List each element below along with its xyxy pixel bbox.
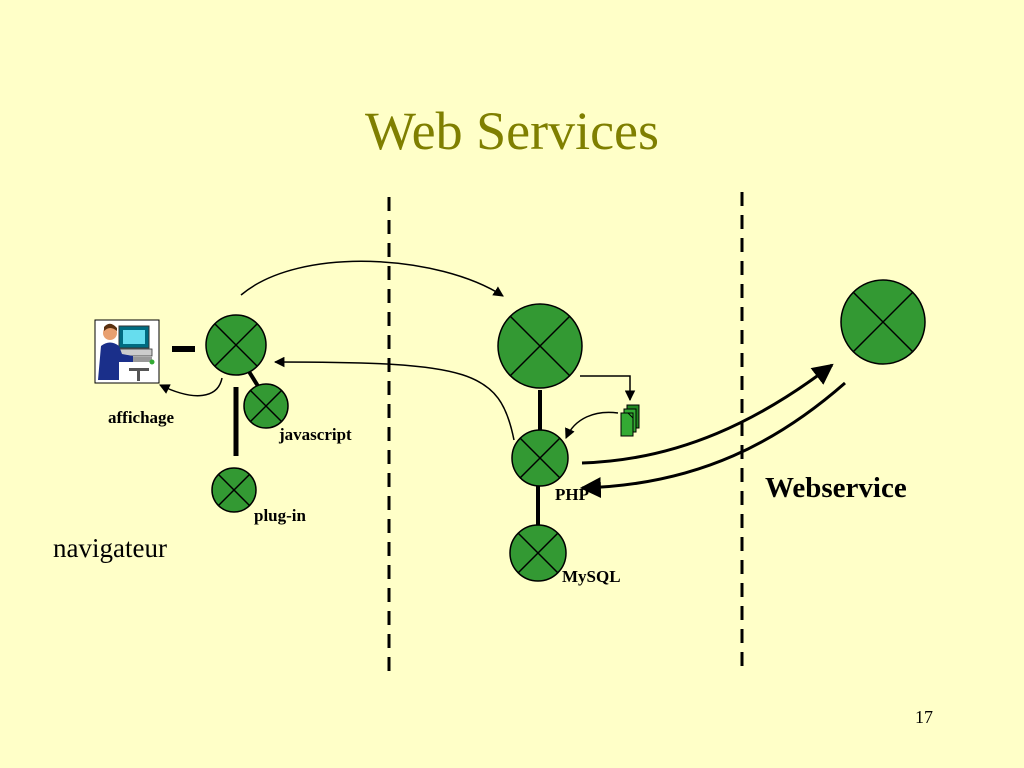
plugin-node <box>211 467 257 513</box>
label-mysql: MySQL <box>562 567 621 586</box>
label-navigateur: navigateur <box>53 533 167 563</box>
server-node <box>497 303 583 389</box>
label-affichage: affichage <box>108 408 175 427</box>
slide-title: Web Services <box>364 101 660 161</box>
arrow-php-to-webservice <box>581 363 834 465</box>
arrow-documents-to-php <box>565 411 619 439</box>
mysql-node <box>509 524 567 582</box>
javascript-node <box>243 383 289 429</box>
page-number: 17 <box>915 707 933 727</box>
webservice-node <box>840 279 926 365</box>
user-computer-icon <box>94 319 160 384</box>
label-php: PHP <box>555 485 589 504</box>
label-plug-in: plug-in <box>254 506 306 525</box>
user-node-connector <box>172 346 195 352</box>
arrow-webservice-to-php <box>579 381 846 499</box>
arrow-server-to-documents <box>580 375 636 402</box>
arrow-browser-to-server <box>240 260 504 297</box>
php-node <box>511 429 569 487</box>
label-webservice: Webservice <box>765 472 907 504</box>
arrow-browser-to-display <box>159 377 223 397</box>
label-javascript: javascript <box>279 425 352 444</box>
arrow-php-to-browser <box>273 356 515 441</box>
documents-icon <box>620 404 640 437</box>
browser-node <box>205 314 267 376</box>
